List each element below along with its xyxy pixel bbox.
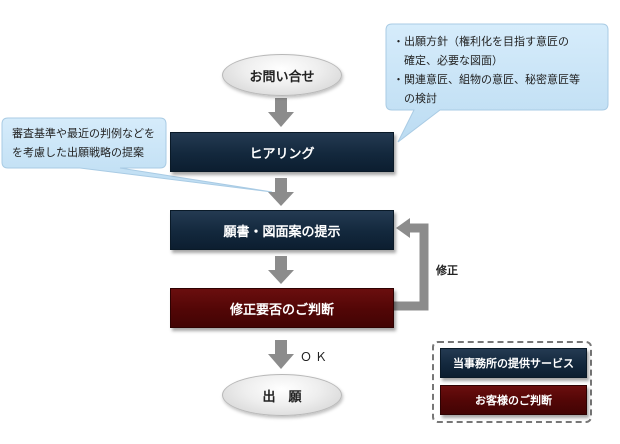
- arrow-proposal-to-judgement: [268, 256, 294, 284]
- proposal-label: 願書・図面案の提示: [223, 224, 341, 240]
- hearing-box: ヒアリング: [170, 132, 394, 172]
- callout-left-bubble: [1, 117, 273, 193]
- arrow-hearing-to-proposal: [268, 178, 294, 206]
- judgement-label: 修正要否のご判断: [229, 302, 334, 318]
- callout-right-bubble: [385, 23, 609, 143]
- ok-label: ＯＫ: [300, 350, 331, 364]
- callout-right-line: の検討: [393, 92, 437, 105]
- proposal-box: 願書・図面案の提示: [170, 210, 394, 250]
- callout-left-line: を考慮した出願戦略の提案: [12, 146, 144, 159]
- start-label: お問い合せ: [249, 69, 315, 85]
- arrow-start-to-hearing: [268, 98, 294, 127]
- loop-label: 修正: [436, 264, 458, 277]
- arrow-judgement-to-end: [268, 340, 294, 369]
- callout-right-line: ・出願方針（権利化を目指す意匠の: [393, 35, 569, 48]
- start-oval: お問い合せ: [222, 54, 342, 96]
- legend-client-label: お客様のご判断: [475, 394, 552, 407]
- legend-frame: [432, 341, 592, 423]
- callout-right-text: ・出願方針（権利化を目指す意匠の 確定、必要な図面） ・関連意匠、組物の意匠、秘…: [393, 32, 580, 108]
- legend-service-label: 当事務所の提供サービス: [453, 357, 574, 370]
- hearing-label: ヒアリング: [249, 146, 315, 162]
- end-label: 出 願: [262, 389, 302, 405]
- callout-left-text: 審査基準や最近の判例などを を考慮した出願戦略の提案: [12, 124, 155, 162]
- legend-client-box: お客様のご判断: [440, 385, 587, 415]
- legend-service-box: 当事務所の提供サービス: [440, 348, 587, 378]
- callout-right-line: 確定、必要な図面）: [393, 54, 503, 67]
- callout-right-line: ・関連意匠、組物の意匠、秘密意匠等: [393, 73, 580, 86]
- callout-left-line: 審査基準や最近の判例などを: [12, 127, 155, 140]
- loop-arrow-revision: [394, 218, 429, 311]
- end-oval: 出 願: [222, 374, 342, 416]
- judgement-box: 修正要否のご判断: [170, 288, 394, 328]
